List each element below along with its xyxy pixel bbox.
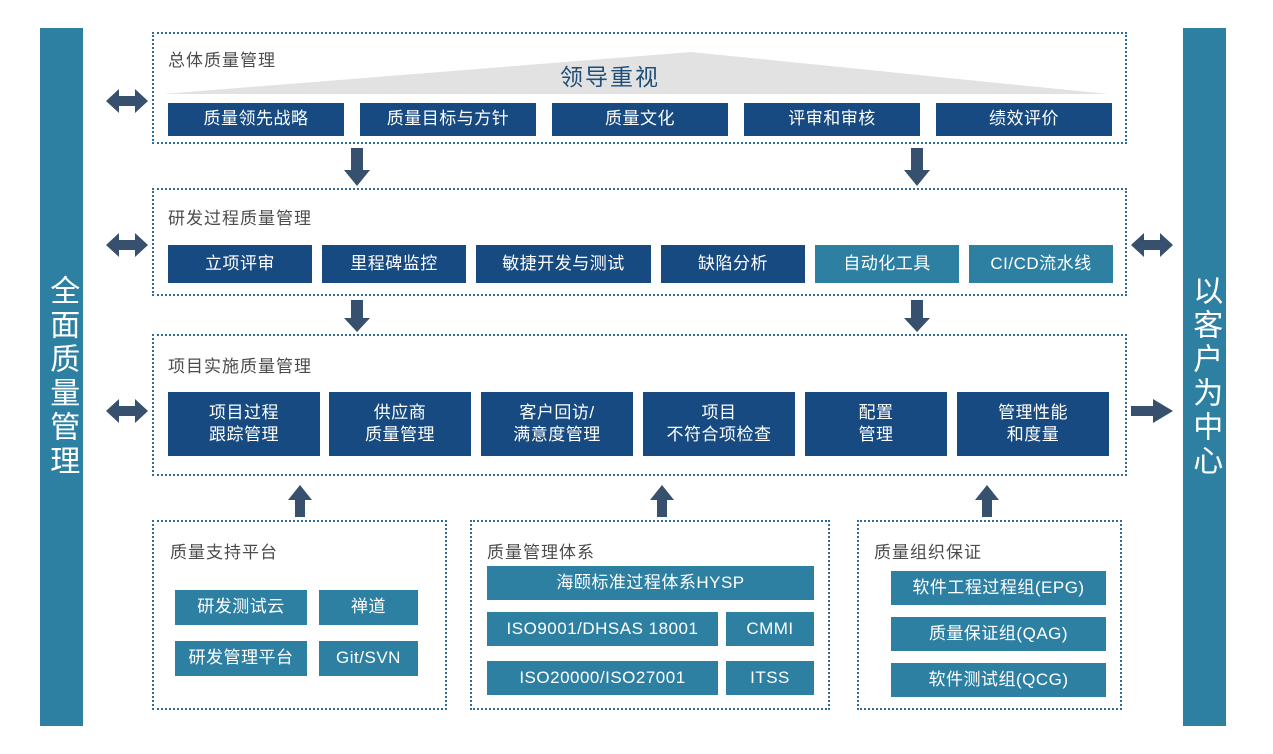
section-overall-quality-title: 总体质量管理 bbox=[168, 51, 276, 70]
box-milestone-monitoring[interactable]: 里程碑监控 bbox=[322, 245, 466, 283]
foundation-support-platform-title: 质量支持平台 bbox=[170, 543, 278, 562]
box-hysp-standard-process[interactable]: 海颐标准过程体系HYSP bbox=[487, 566, 814, 600]
down-arrow-rd-to-project-left-icon bbox=[344, 300, 370, 337]
foundation-management-system-title: 质量管理体系 bbox=[487, 543, 595, 562]
box-project-initiation-review[interactable]: 立项评审 bbox=[168, 245, 312, 283]
box-project-process-tracking[interactable]: 项目过程 跟踪管理 bbox=[168, 392, 320, 456]
box-defect-analysis[interactable]: 缺陷分析 bbox=[661, 245, 805, 283]
box-performance-evaluation[interactable]: 绩效评价 bbox=[936, 103, 1112, 136]
box-agile-dev-and-test[interactable]: 敏捷开发与测试 bbox=[476, 245, 651, 283]
down-arrow-rd-to-project-right-icon bbox=[904, 300, 930, 337]
box-project-nonconformity-check[interactable]: 项目 不符合项检查 bbox=[643, 392, 795, 456]
right-pillar: 以客户为中心 bbox=[1183, 28, 1226, 726]
left-arrow-overall-icon bbox=[106, 88, 148, 119]
box-epg-group[interactable]: 软件工程过程组(EPG) bbox=[891, 571, 1106, 605]
box-iso9001-dhsas18001[interactable]: ISO9001/DHSAS 18001 bbox=[487, 612, 718, 646]
section-rd-process-frame bbox=[152, 188, 1127, 296]
section-overall-quality-frame bbox=[152, 32, 1127, 144]
section-project-implementation-title: 项目实施质量管理 bbox=[168, 357, 312, 376]
section-rd-process-title: 研发过程质量管理 bbox=[168, 209, 312, 228]
box-cicd-pipeline[interactable]: CI/CD流水线 bbox=[969, 245, 1113, 283]
left-pillar-label: 全面质量管理 bbox=[45, 275, 79, 479]
box-qag-group[interactable]: 质量保证组(QAG) bbox=[891, 617, 1106, 651]
leadership-triangle bbox=[163, 52, 1108, 94]
foundation-management-system-frame bbox=[470, 520, 830, 710]
box-supplier-quality-management[interactable]: 供应商 质量管理 bbox=[329, 392, 471, 456]
box-customer-revisit-satisfaction[interactable]: 客户回访/ 满意度管理 bbox=[481, 392, 633, 456]
right-arrow-project-icon bbox=[1131, 398, 1173, 429]
up-arrow-management-system-icon bbox=[650, 485, 674, 522]
up-arrow-organization-icon bbox=[975, 485, 999, 522]
left-arrow-rd-process-icon bbox=[106, 232, 148, 263]
box-rd-management-platform[interactable]: 研发管理平台 bbox=[175, 641, 307, 676]
foundation-organization-title: 质量组织保证 bbox=[874, 543, 982, 562]
box-review-and-audit[interactable]: 评审和审核 bbox=[744, 103, 920, 136]
box-qcg-group[interactable]: 软件测试组(QCG) bbox=[891, 663, 1106, 697]
box-management-performance-metrics[interactable]: 管理性能 和度量 bbox=[957, 392, 1109, 456]
box-git-svn[interactable]: Git/SVN bbox=[319, 641, 418, 676]
left-pillar: 全面质量管理 bbox=[40, 28, 83, 726]
foundation-organization-frame bbox=[857, 520, 1122, 710]
left-arrow-project-icon bbox=[106, 398, 148, 429]
section-project-implementation-frame bbox=[152, 334, 1127, 476]
right-pillar-label: 以客户为中心 bbox=[1188, 275, 1222, 479]
box-configuration-management[interactable]: 配置 管理 bbox=[805, 392, 947, 456]
box-quality-goals-policy[interactable]: 质量目标与方针 bbox=[360, 103, 536, 136]
foundation-support-platform-frame bbox=[152, 520, 447, 710]
box-zentao[interactable]: 禅道 bbox=[319, 590, 418, 625]
right-arrow-rd-process-icon bbox=[1131, 232, 1173, 263]
box-quality-culture[interactable]: 质量文化 bbox=[552, 103, 728, 136]
box-itss[interactable]: ITSS bbox=[726, 661, 814, 695]
box-rd-test-cloud[interactable]: 研发测试云 bbox=[175, 590, 307, 625]
down-arrow-overall-to-rd-right-icon bbox=[904, 148, 930, 191]
box-cmmi[interactable]: CMMI bbox=[726, 612, 814, 646]
down-arrow-overall-to-rd-left-icon bbox=[344, 148, 370, 191]
box-iso20000-iso27001[interactable]: ISO20000/ISO27001 bbox=[487, 661, 718, 695]
leadership-triangle-label: 领导重视 bbox=[560, 64, 660, 90]
up-arrow-support-platform-icon bbox=[288, 485, 312, 522]
box-quality-leading-strategy[interactable]: 质量领先战略 bbox=[168, 103, 344, 136]
box-automation-tools[interactable]: 自动化工具 bbox=[815, 245, 959, 283]
